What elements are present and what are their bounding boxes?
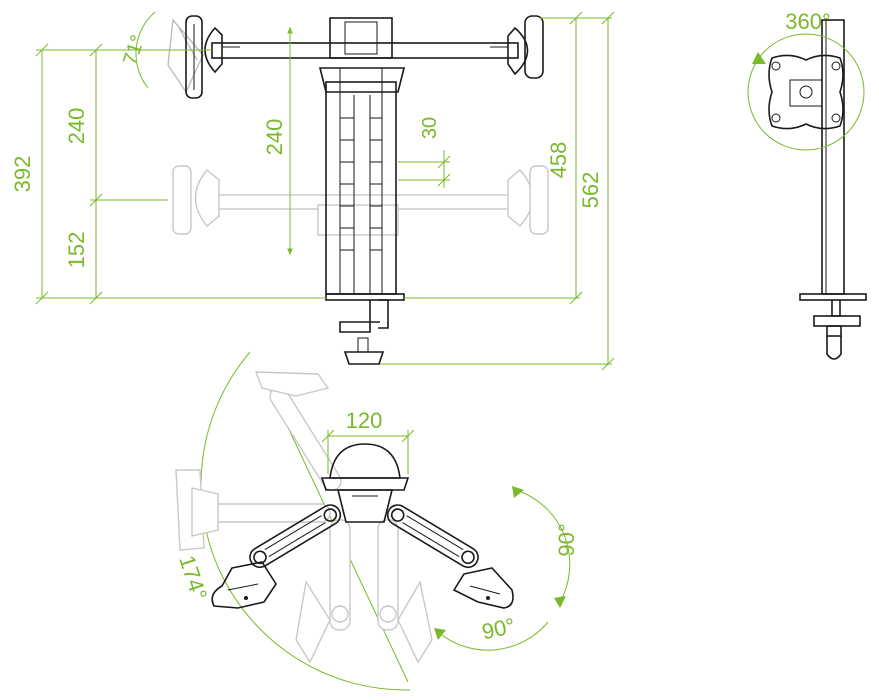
rotation-circle: [747, 33, 865, 151]
ghost-lowered-arm: [172, 165, 549, 236]
arm-angle-bottom-label: 90°: [480, 613, 518, 644]
arm-angle-arc-right: [515, 489, 571, 603]
front-view: 71° 392 240 152 240 30 458 562: [10, 11, 615, 371]
top-view: 120 174° 90° 90°: [174, 351, 579, 691]
carriage: [318, 67, 406, 93]
swing-arc: [200, 351, 411, 691]
right-arm: [386, 504, 514, 609]
left-monitor-head: [185, 15, 223, 99]
dim-overall-label: 562: [578, 172, 603, 209]
dimension-lines-front: [35, 11, 615, 371]
arm-angle-arc-bottom: [437, 621, 549, 651]
side-view: 360°: [747, 9, 867, 360]
pole: [325, 17, 397, 295]
swing-angle-label: 174°: [174, 552, 212, 603]
dim-width-label: 120: [346, 408, 383, 433]
side-base: [799, 293, 867, 301]
tilt-angle-label: 71°: [119, 32, 149, 68]
dim-step-label: 30: [419, 117, 441, 139]
dim-travel-label: 240: [262, 119, 287, 156]
dim-lower-label: 152: [64, 232, 89, 269]
vesa-plate: [768, 54, 844, 130]
dim-upper-label: 240: [64, 108, 89, 145]
rotation-label: 360°: [785, 9, 831, 34]
crossbar: [211, 42, 519, 59]
arm-angle-right-label: 90°: [554, 523, 579, 556]
left-arm: [211, 504, 342, 609]
base-clamp: [325, 293, 405, 365]
dim-width: [321, 429, 415, 474]
dim-total-label: 392: [10, 156, 35, 193]
central-hub: [320, 443, 410, 523]
dim-pole-label: 458: [546, 142, 571, 179]
ghost-arms: [175, 371, 433, 664]
right-monitor-head: [507, 15, 544, 79]
